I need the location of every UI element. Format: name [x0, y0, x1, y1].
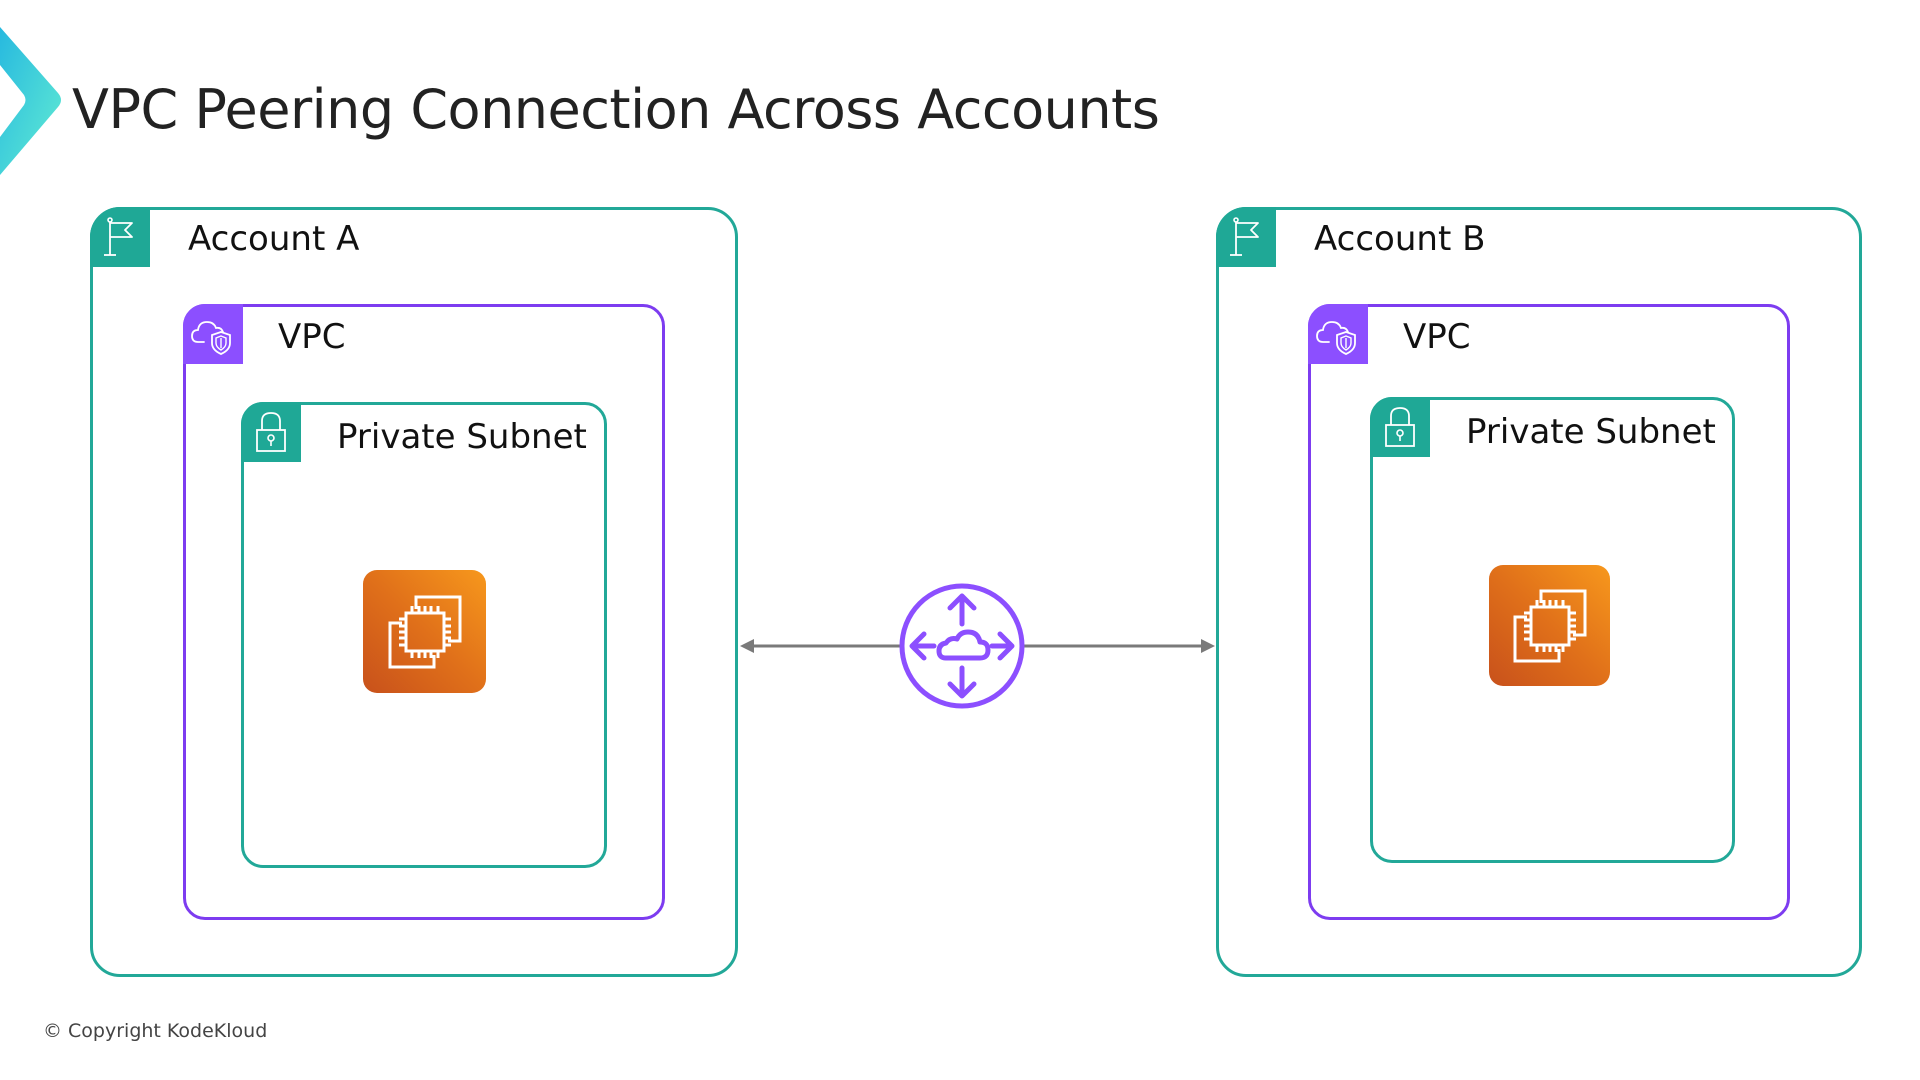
vpc-b-header — [1308, 304, 1368, 364]
subnet-a-header — [241, 402, 301, 462]
account-b-header — [1216, 207, 1276, 267]
subnet-a-container: Private Subnet — [241, 402, 607, 868]
ec2-instance-b[interactable] — [1489, 565, 1610, 686]
vpc-cloud-shield-icon — [1316, 321, 1356, 355]
ec2-instance-icon — [1513, 589, 1586, 662]
flag-icon — [104, 217, 133, 256]
subnet-a-label: Private Subnet — [337, 417, 587, 457]
vpc-a-header — [183, 304, 243, 364]
flag-icon — [1230, 217, 1259, 256]
vpc-b-container: VPC Private Subnet — [1308, 304, 1790, 920]
vpc-cloud-shield-icon — [191, 321, 231, 355]
account-a-container: Account A VPC Private Subnet — [90, 207, 738, 977]
vpc-a-container: VPC Private Subnet — [183, 304, 665, 920]
copyright-notice: © Copyright KodeKloud — [43, 1020, 268, 1042]
subnet-b-container: Private Subnet — [1370, 397, 1735, 863]
subnet-b-label: Private Subnet — [1466, 412, 1716, 452]
arrowhead-left — [740, 639, 754, 653]
arrowhead-right — [1201, 639, 1215, 653]
account-a-header — [90, 207, 150, 267]
vpc-b-label: VPC — [1403, 317, 1471, 357]
page-title: VPC Peering Connection Across Accounts — [72, 78, 1160, 141]
ec2-instance-icon — [388, 595, 461, 668]
account-a-label: Account A — [188, 219, 360, 259]
kodekloud-chevron-logo — [0, 27, 61, 175]
padlock-icon — [256, 412, 286, 452]
vpc-peering-icon[interactable] — [898, 582, 1026, 710]
subnet-b-header — [1370, 397, 1430, 457]
ec2-instance-a[interactable] — [363, 570, 486, 693]
account-b-label: Account B — [1314, 219, 1486, 259]
padlock-icon — [1385, 407, 1415, 447]
account-b-container: Account B VPC Private Subnet — [1216, 207, 1862, 977]
vpc-a-label: VPC — [278, 317, 346, 357]
